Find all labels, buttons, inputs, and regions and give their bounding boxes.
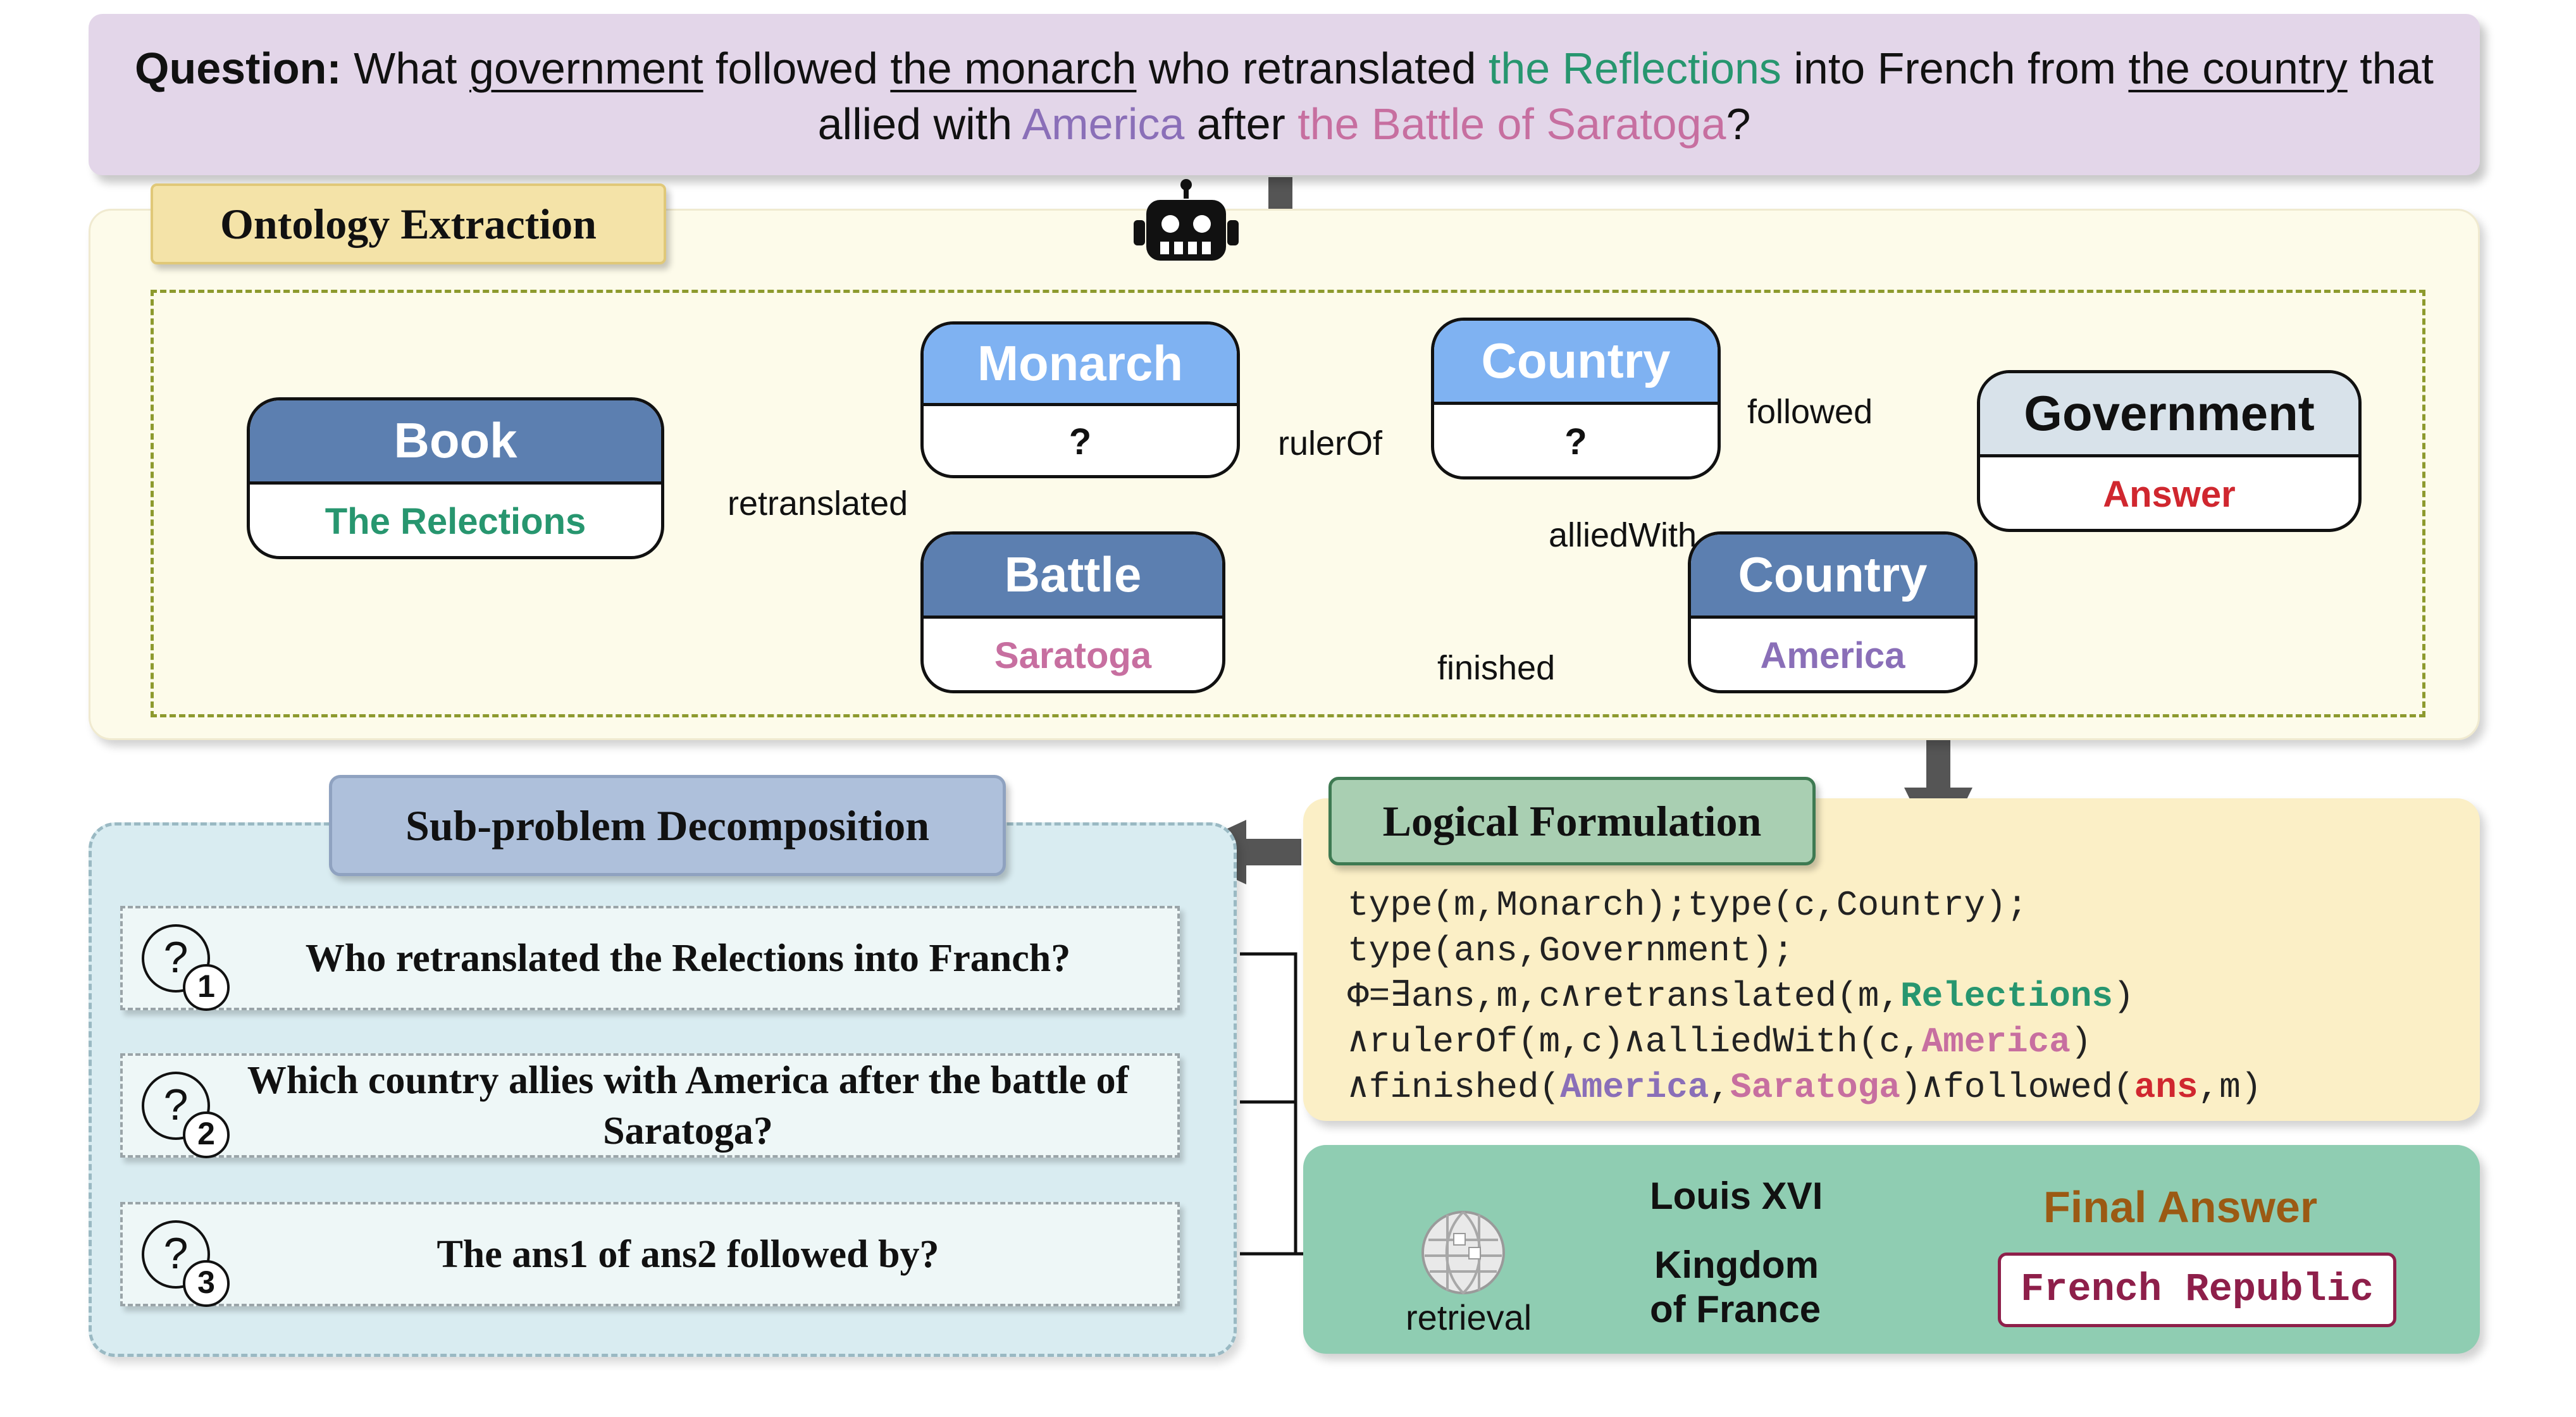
formula-token: Relections [1900,976,2114,1017]
wikipedia-globe-icon [1421,1211,1505,1295]
node-country-america: Country America [1688,531,1978,693]
result-louis-xvi: Louis XVI [1650,1175,1823,1217]
node-book-value: The Relections [325,501,586,543]
node-government: Government Answer [1977,370,2362,532]
edge-label-alliedWith: alliedWith [1549,516,1697,554]
formula-token: ) [2070,1022,2092,1062]
formula-token: America [1560,1067,1709,1108]
node-battle-type: Battle [924,535,1222,619]
subproblem-card-3: ? 3 The ans1 of ans2 followed by? [120,1202,1180,1307]
formula-token: )∧followed( [1900,1067,2134,1108]
subproblem-bracket [1240,952,1297,1256]
node-government-value: Answer [2103,474,2236,516]
subproblem-card-2: ? 2 Which country allies with America af… [120,1053,1180,1158]
node-monarch-type: Monarch [924,325,1237,406]
formula-token: Saratoga [1730,1067,1900,1108]
final-answer-box: French Republic [1998,1253,2396,1327]
formula-token: America [1921,1022,2071,1062]
subproblem-text-3: The ans1 of ans2 followed by? [437,1232,939,1276]
formula-line: type(m,Monarch);type(c,Country); [1347,882,2467,928]
question-line1-segment: that [2347,44,2434,93]
question-line2-segment: the Battle of Saratoga [1297,99,1726,149]
final-answer-title: Final Answer [2043,1182,2318,1232]
question-icon: ? [142,1220,210,1289]
ontology-extraction-title: Ontology Extraction [151,183,666,264]
question-label: Question: [135,44,342,93]
formula-token: ∧finished( [1347,1067,1561,1108]
formula-token: ans [2134,1067,2198,1108]
formula-token: ∧rulerOf(m,c)∧alliedWith(c, [1347,1022,1922,1062]
formula-token: ,m) [2198,1067,2262,1108]
result-kingdom-line-1: Kingdom [1654,1244,1819,1286]
step-number-1: 1 [183,964,230,1011]
formula-line: Φ=∃ans,m,c∧retranslated(m,Relections) [1347,974,2467,1019]
node-country-unknown-value: ? [1564,421,1587,463]
subproblem-text-2: Which country allies with America after … [247,1058,1129,1153]
subproblem-decomposition-title: Sub-problem Decomposition [329,775,1006,876]
node-country-unknown-type: Country [1434,321,1718,405]
logical-formula: type(m,Monarch);type(c,Country); type(ans… [1347,882,2467,1110]
node-book: Book The Relections [247,397,664,559]
node-country-unknown: Country ? [1431,318,1721,480]
node-monarch-value: ? [1068,421,1092,463]
question-banner: Question: What government followed the m… [89,14,2480,175]
formula-token: , [1709,1067,1731,1108]
question-icon: ? [142,1072,210,1140]
question-line-1: Question: What government followed the m… [127,40,2442,96]
formula-line: type(ans,Government); [1347,928,2467,974]
question-line2-segment: after [1184,99,1298,149]
question-line1-segment: the country [2128,44,2348,93]
question-line1-segment: government [469,44,703,93]
question-line1-segment: followed [703,44,891,93]
question-icon: ? [142,924,210,993]
edge-label-rulerOf: rulerOf [1278,424,1383,462]
step-number-2: 2 [183,1111,230,1158]
question-text-line-2: allied with America after the Battle of … [127,96,2442,152]
formula-line: ∧rulerOf(m,c)∧alliedWith(c,America) [1347,1019,2467,1065]
subproblem-card-1: ? 1 Who retranslated the Relections into… [120,906,1180,1011]
formula-token: Φ=∃ans,m,c∧retranslated(m, [1347,976,1900,1017]
question-line1-segment: into French from [1781,44,2129,93]
formula-token: type(ans,Government); [1347,931,1794,971]
node-book-type: Book [250,400,661,485]
node-monarch: Monarch ? [920,321,1240,478]
node-country-america-value: America [1760,635,1905,677]
result-kingdom-line-2: of France [1650,1288,1821,1330]
formula-line: ∧finished(America,Saratoga)∧followed(ans… [1347,1065,2467,1110]
question-line2-segment: allied with [817,99,1022,149]
node-battle: Battle Saratoga [920,531,1225,693]
node-battle-value: Saratoga [994,635,1152,677]
retrieval-label: retrieval [1406,1297,1532,1337]
formula-token: ) [2113,976,2134,1017]
robot-icon [1134,179,1239,261]
question-line1-segment: who retranslated [1136,44,1489,93]
edge-label-followed: followed [1747,393,1873,431]
question-text-line-1: What government followed the monarch who… [354,44,2434,93]
node-country-america-type: Country [1691,535,1974,619]
node-government-type: Government [1980,373,2358,457]
edge-label-finished: finished [1437,649,1556,687]
edge-label-retranslated: retranslated [728,485,908,523]
question-line2-segment: America [1022,99,1185,149]
question-line1-segment: What [354,44,469,93]
question-line1-segment: the monarch [890,44,1137,93]
question-line2-segment: ? [1726,99,1751,149]
question-line1-segment: the Reflections [1488,44,1781,93]
step-number-3: 3 [183,1260,230,1307]
ontology-graph-area [151,290,2425,717]
subproblem-text-1: Who retranslated the Relections into Fra… [305,936,1071,980]
logical-formulation-title: Logical Formulation [1328,777,1816,865]
formula-token: type(m,Monarch);type(c,Country); [1347,885,2028,925]
